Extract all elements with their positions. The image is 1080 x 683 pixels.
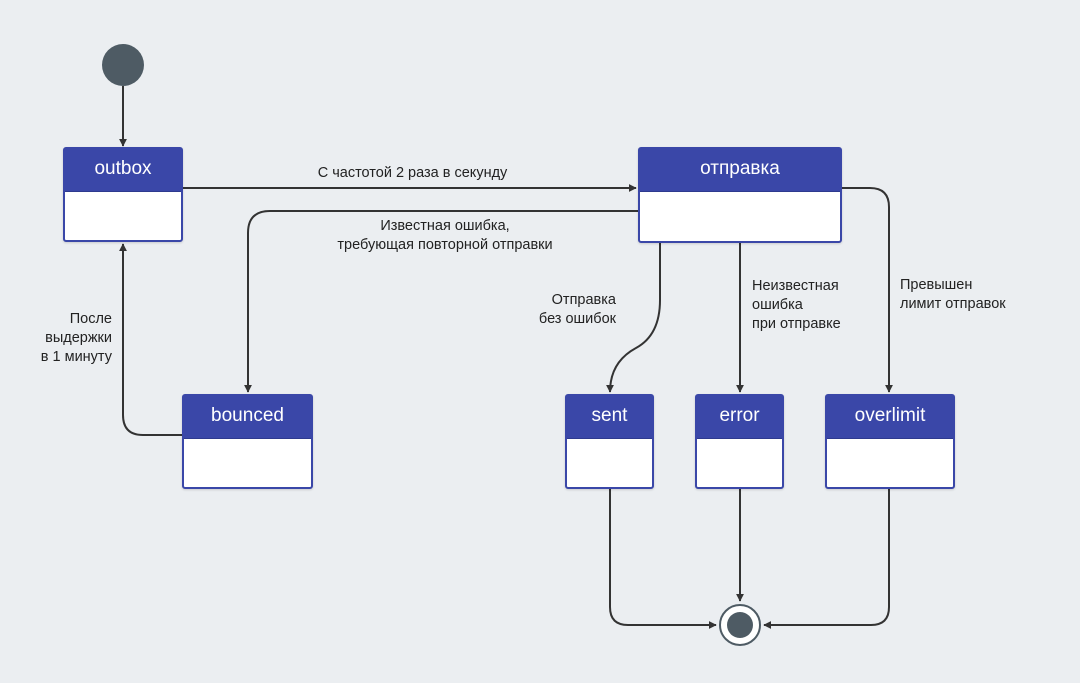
edge-otpravka-bounced bbox=[244, 210, 638, 393]
state-bounced: bounced bbox=[182, 394, 313, 489]
state-overlimit-title: overlimit bbox=[827, 396, 953, 439]
label-otpravka-sent: Отправка без ошибок bbox=[538, 292, 616, 327]
edge-overlimit-final bbox=[763, 489, 890, 629]
edge-otpravka-overlimit bbox=[842, 187, 893, 393]
label-outbox-otpravka: С частотой 2 раза в секунду bbox=[317, 165, 508, 181]
state-overlimit: overlimit bbox=[825, 394, 955, 489]
state-sent-title: sent bbox=[567, 396, 652, 439]
final-state bbox=[719, 604, 761, 646]
state-outbox: outbox bbox=[63, 147, 183, 242]
initial-state bbox=[102, 44, 144, 86]
state-outbox-title: outbox bbox=[65, 149, 181, 192]
state-sent: sent bbox=[565, 394, 654, 489]
label-bounced-outbox: После выдержки в 1 минуту bbox=[40, 311, 112, 365]
state-error-title: error bbox=[697, 396, 782, 439]
edge-otpravka-sent bbox=[606, 243, 661, 393]
edge-sent-final bbox=[609, 489, 717, 629]
edge-bounced-outbox bbox=[119, 243, 183, 436]
label-otpravka-bounced: Известная ошибка, требующая повторной от… bbox=[337, 218, 553, 253]
state-otpravka: отправка bbox=[638, 147, 842, 243]
label-otpravka-overlimit: Превышен лимит отправок bbox=[900, 277, 1006, 312]
state-error: error bbox=[695, 394, 784, 489]
state-bounced-title: bounced bbox=[184, 396, 311, 439]
label-otpravka-error: Неизвестная ошибка при отправке bbox=[752, 278, 841, 332]
state-otpravka-title: отправка bbox=[640, 149, 840, 192]
